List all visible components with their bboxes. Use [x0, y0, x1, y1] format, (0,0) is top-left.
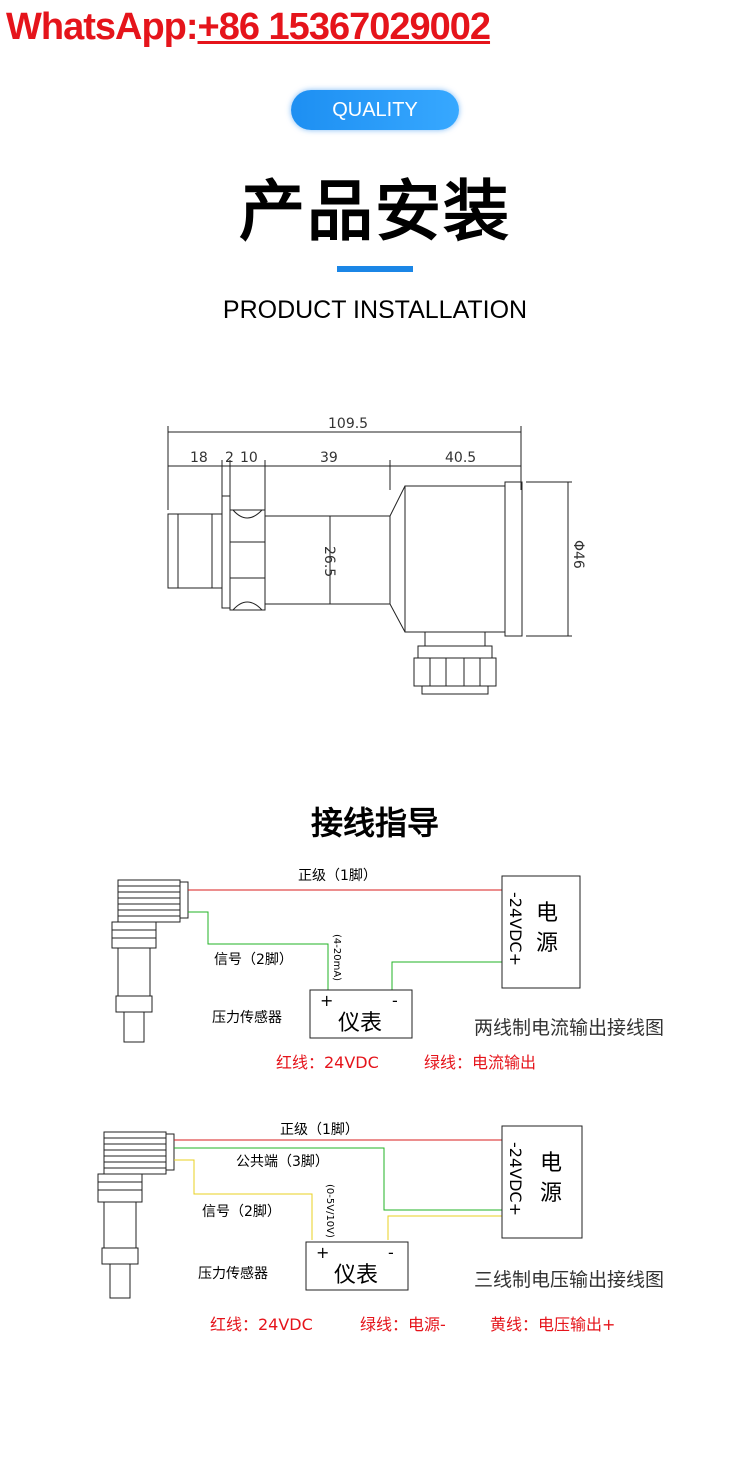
signal-pin-label: 信号（2脚） [214, 952, 293, 968]
supply-label-4: 源 [540, 1181, 562, 1206]
page-title-cn: 产品安装 [239, 173, 511, 250]
supply-voltage-label-2: -24VDC+ [506, 1142, 525, 1216]
washer [221, 495, 231, 609]
legend-green-2: 绿线：电源- [360, 1315, 446, 1334]
whatsapp-contact[interactable]: WhatsApp:+86 15367029002 [6, 6, 491, 49]
page-title-en: PRODUCT INSTALLATION [222, 296, 528, 324]
dim-thread: 18 [190, 450, 208, 466]
power-supply-box-2 [501, 1125, 583, 1239]
two-wire-caption: 两线制电流输出接线图 [474, 1017, 664, 1039]
legend-yellow: 黄线：电压输出+ [490, 1315, 615, 1334]
positive-pin-label: 正级（1脚） [298, 868, 377, 884]
meter-minus-2: - [388, 1243, 394, 1262]
hex-nut [229, 509, 266, 611]
whatsapp-label: WhatsApp: [6, 6, 199, 48]
sensor-body [264, 515, 391, 605]
sensor-label: 压力传感器 [212, 1009, 282, 1026]
supply-label-1: 电 [536, 901, 558, 926]
thread-fitting [167, 513, 223, 589]
green-wire-signal [188, 911, 329, 990]
head-cap [504, 481, 523, 637]
meter-plus-2: + [316, 1243, 329, 1262]
pressure-sensor-icon [111, 879, 189, 1043]
dim-head: 40.5 [445, 450, 476, 466]
three-wire-caption: 三线制电压输出接线图 [474, 1269, 664, 1291]
green-wire-common [174, 1147, 502, 1211]
quality-badge: QUALITY [291, 90, 459, 130]
dimension-drawing: 109.5 18 2 10 39 40.5 26.5 Φ46 [167, 416, 586, 695]
wiring-guide-title: 接线指导 [310, 804, 439, 842]
current-range-label: (4-20mA) [331, 934, 342, 981]
supply-voltage-label: -24VDC+ [506, 892, 525, 966]
green-wire-return [391, 961, 502, 990]
two-wire-diagram: -24VDC+ 电 源 + - 仪表 正级（1脚） 信号（2脚） (4-20mA… [111, 868, 664, 1072]
supply-label-3: 电 [540, 1151, 562, 1176]
yellow-wire-return [387, 1215, 502, 1240]
cable-connector [413, 657, 497, 687]
meter-label-2: 仪表 [334, 1263, 378, 1288]
taper [389, 485, 406, 633]
dim-overall: 109.5 [328, 416, 368, 432]
meter-label: 仪表 [338, 1011, 382, 1036]
positive-pin-label-2: 正级（1脚） [280, 1122, 359, 1138]
supply-label-2: 源 [536, 931, 558, 956]
meter-box-2 [305, 1241, 409, 1291]
meter-plus: + [320, 991, 333, 1010]
dim-body-diameter: 26.5 [321, 546, 337, 577]
legend-red: 红线：24VDC [276, 1053, 379, 1072]
common-pin-label: 公共端（3脚） [236, 1154, 329, 1170]
power-supply-box [501, 875, 581, 989]
yellow-wire-signal [174, 1159, 313, 1240]
voltage-range-label: (0-5V/10V) [324, 1184, 335, 1238]
dim-body: 39 [320, 450, 338, 466]
legend-green: 绿线：电流输出 [424, 1053, 536, 1072]
whatsapp-number-link[interactable]: +86 15367029002 [197, 6, 491, 48]
pressure-sensor-icon-2 [97, 1131, 175, 1299]
three-wire-diagram: -24VDC+ 电 源 + - 仪表 正级（1脚） 公共端（3脚） 信号（2脚）… [97, 1122, 664, 1334]
sensor-head [404, 485, 506, 633]
dim-head-diameter: Φ46 [570, 540, 586, 569]
title-underline [337, 266, 413, 272]
meter-box [309, 989, 413, 1039]
dim-washer: 2 [225, 450, 234, 466]
dim-nut: 10 [240, 450, 258, 466]
sensor-label-2: 压力传感器 [198, 1265, 268, 1282]
legend-red-2: 红线：24VDC [210, 1315, 313, 1334]
meter-minus: - [392, 991, 398, 1010]
signal-pin-label-2: 信号（2脚） [202, 1204, 281, 1220]
